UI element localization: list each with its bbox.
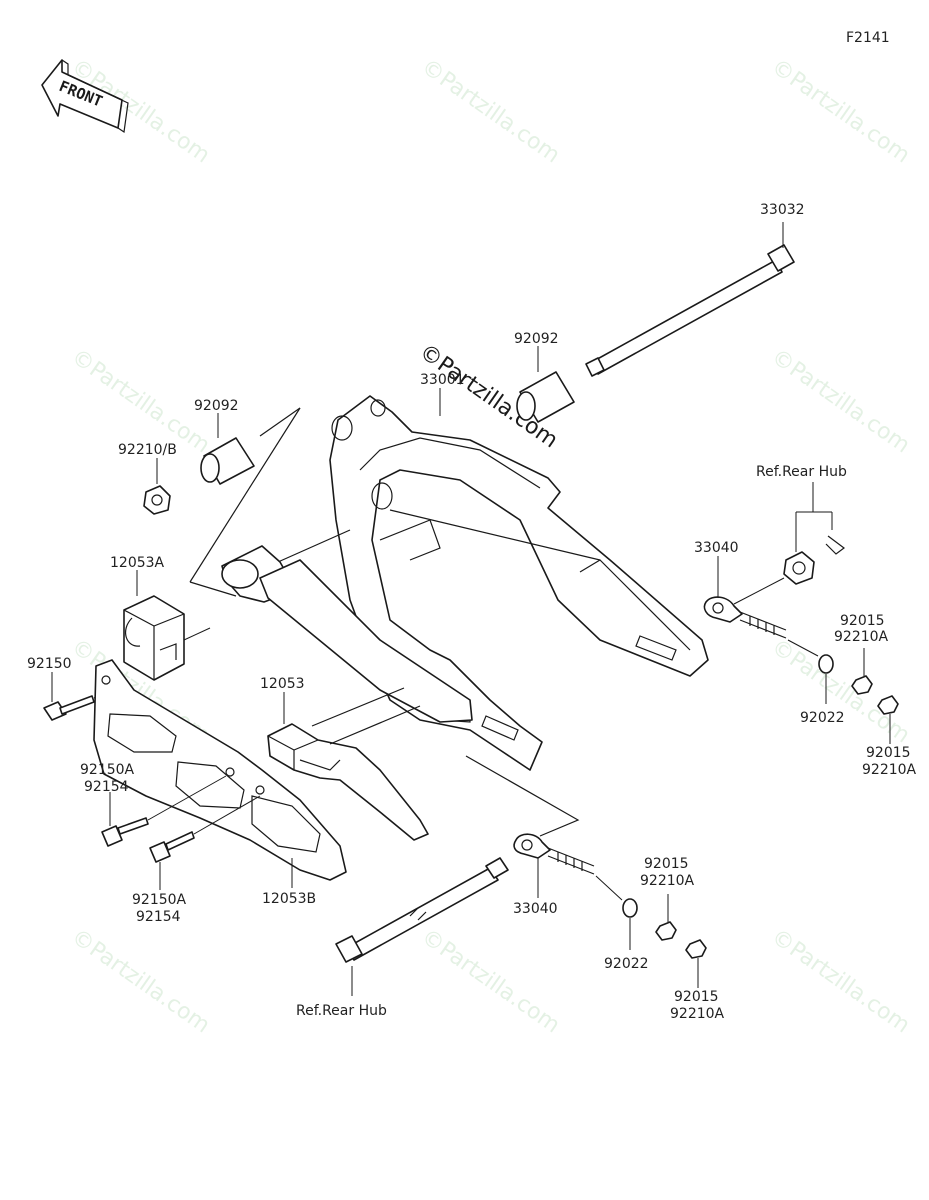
label-92210a-bottom: 92210A — [640, 873, 695, 889]
bushing-92092-left — [200, 413, 255, 485]
bolt-92150 — [43, 672, 113, 721]
label-12053a: 12053A — [110, 555, 165, 571]
label-33001: 33001 — [420, 372, 465, 388]
watermark: ©Partzilla.com — [767, 54, 915, 168]
ref-rear-hub-top — [783, 482, 845, 585]
label-92154-1: 92154 — [84, 779, 129, 795]
label-92015-top: 92015 — [840, 613, 885, 629]
label-92022-top: 92022 — [800, 710, 845, 726]
nut-92015-top2 — [877, 695, 899, 744]
adjuster-33040-top — [703, 556, 787, 639]
watermark: ©Partzilla.com — [767, 344, 915, 458]
label-92092-left: 92092 — [194, 398, 239, 414]
label-92210b: 92210/B — [118, 442, 177, 458]
label-92015-bottom: 92015 — [644, 856, 689, 872]
nut-92015-bottom2 — [685, 939, 707, 988]
label-ref-hub-top: Ref.Rear Hub — [756, 464, 847, 480]
washer-92022-bottom — [595, 875, 638, 950]
label-92150: 92150 — [27, 656, 72, 672]
label-92150a-1: 92150A — [80, 762, 135, 778]
guard-12053b — [93, 659, 347, 888]
label-ref-hub-bottom: Ref.Rear Hub — [296, 1003, 387, 1019]
watermark: ©Partzilla.com — [417, 54, 565, 168]
front-arrow: FRONT — [41, 59, 129, 134]
label-92015-top2: 92015 — [866, 745, 911, 761]
nut-92015-top — [851, 648, 873, 695]
block-12053a — [123, 570, 211, 681]
label-92210a-top: 92210A — [834, 629, 889, 645]
block-12053 — [267, 687, 429, 841]
nut-92015-bottom — [655, 894, 677, 941]
pivot-tube — [189, 407, 473, 723]
axle-33032 — [585, 222, 795, 377]
washer-92022-top — [787, 639, 834, 704]
label-12053b: 12053B — [262, 891, 316, 907]
watermark: ©Partzilla.com — [767, 924, 915, 1038]
rear-axle-bottom — [335, 857, 509, 996]
label-92092-right: 92092 — [514, 331, 559, 347]
nut-92210b — [143, 458, 171, 515]
label-33032: 33032 — [760, 202, 805, 218]
label-33040-top: 33040 — [694, 540, 739, 556]
watermark: ©Partzilla.com — [67, 924, 215, 1038]
watermark: ©Partzilla.com — [417, 924, 565, 1038]
label-92150a-2: 92150A — [132, 892, 187, 908]
label-92022-bottom: 92022 — [604, 956, 649, 972]
label-92210a-top2: 92210A — [862, 762, 917, 778]
label-12053: 12053 — [260, 676, 305, 692]
label-33040-bottom: 33040 — [513, 901, 558, 917]
bolt-92150a-1 — [101, 775, 227, 847]
bushing-92092-right — [516, 346, 575, 423]
adjuster-33040-bottom — [465, 755, 595, 898]
figure-code: F2141 — [846, 30, 890, 46]
bolt-92150a-2 — [149, 795, 261, 890]
swingarm-33001 — [259, 388, 709, 771]
label-92154-2: 92154 — [136, 909, 181, 925]
label-92210a-bottom2: 92210A — [670, 1006, 725, 1022]
label-92015-bottom2: 92015 — [674, 989, 719, 1005]
watermark: ©Partzilla.com — [767, 634, 915, 748]
